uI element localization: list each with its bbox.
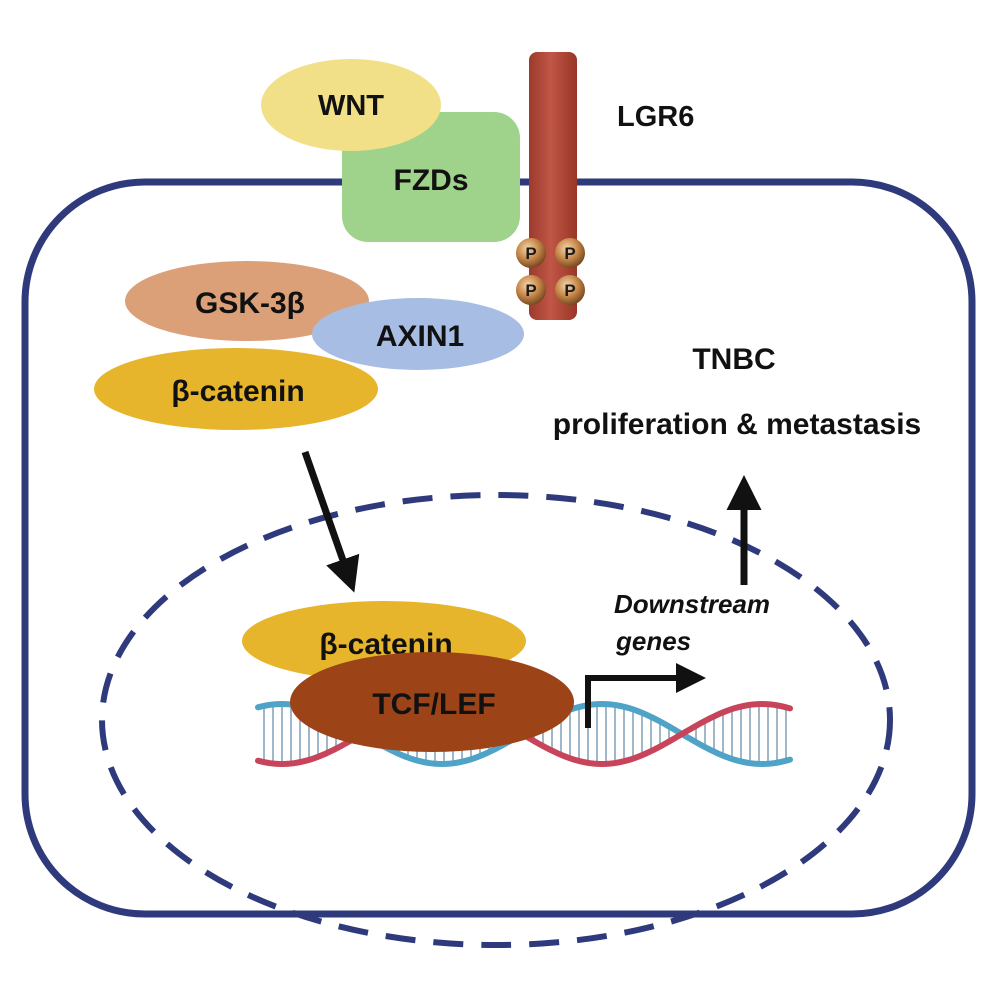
tcf-lef-label: TCF/LEF	[372, 688, 495, 721]
phosphorylation-sites: P P P P	[516, 238, 585, 305]
gsk3b-protein	[125, 261, 369, 341]
phospho-circle	[555, 275, 585, 305]
phospho-label: P	[564, 244, 575, 263]
fzds-label: FZDs	[394, 164, 469, 197]
outcome-title: TNBC	[692, 343, 775, 376]
beta-catenin-cytoplasm	[94, 348, 378, 430]
gsk3b-label: GSK-3β	[195, 287, 305, 320]
downstream-genes-line2: genes	[615, 626, 691, 656]
lgr6-label: LGR6	[617, 101, 694, 133]
downstream-genes-line1: Downstream	[614, 589, 770, 619]
wnt-ligand	[261, 59, 441, 151]
phospho-label: P	[525, 244, 536, 263]
phospho-circle	[516, 238, 546, 268]
wnt-label: WNT	[318, 90, 384, 122]
transcription-start-arrow	[585, 663, 706, 728]
axin1-label: AXIN1	[376, 320, 464, 353]
phospho-circle	[555, 238, 585, 268]
translocation-arrow	[301, 450, 360, 593]
tcf-lef-protein	[290, 652, 574, 752]
nucleus-membrane	[99, 492, 893, 948]
phospho-circle	[516, 275, 546, 305]
beta-catenin-cytoplasm-label: β-catenin	[171, 375, 304, 408]
phospho-label: P	[564, 281, 575, 300]
phospho-label: P	[525, 281, 536, 300]
axin1-protein	[312, 298, 524, 370]
outcome-subtitle: proliferation & metastasis	[553, 408, 921, 441]
